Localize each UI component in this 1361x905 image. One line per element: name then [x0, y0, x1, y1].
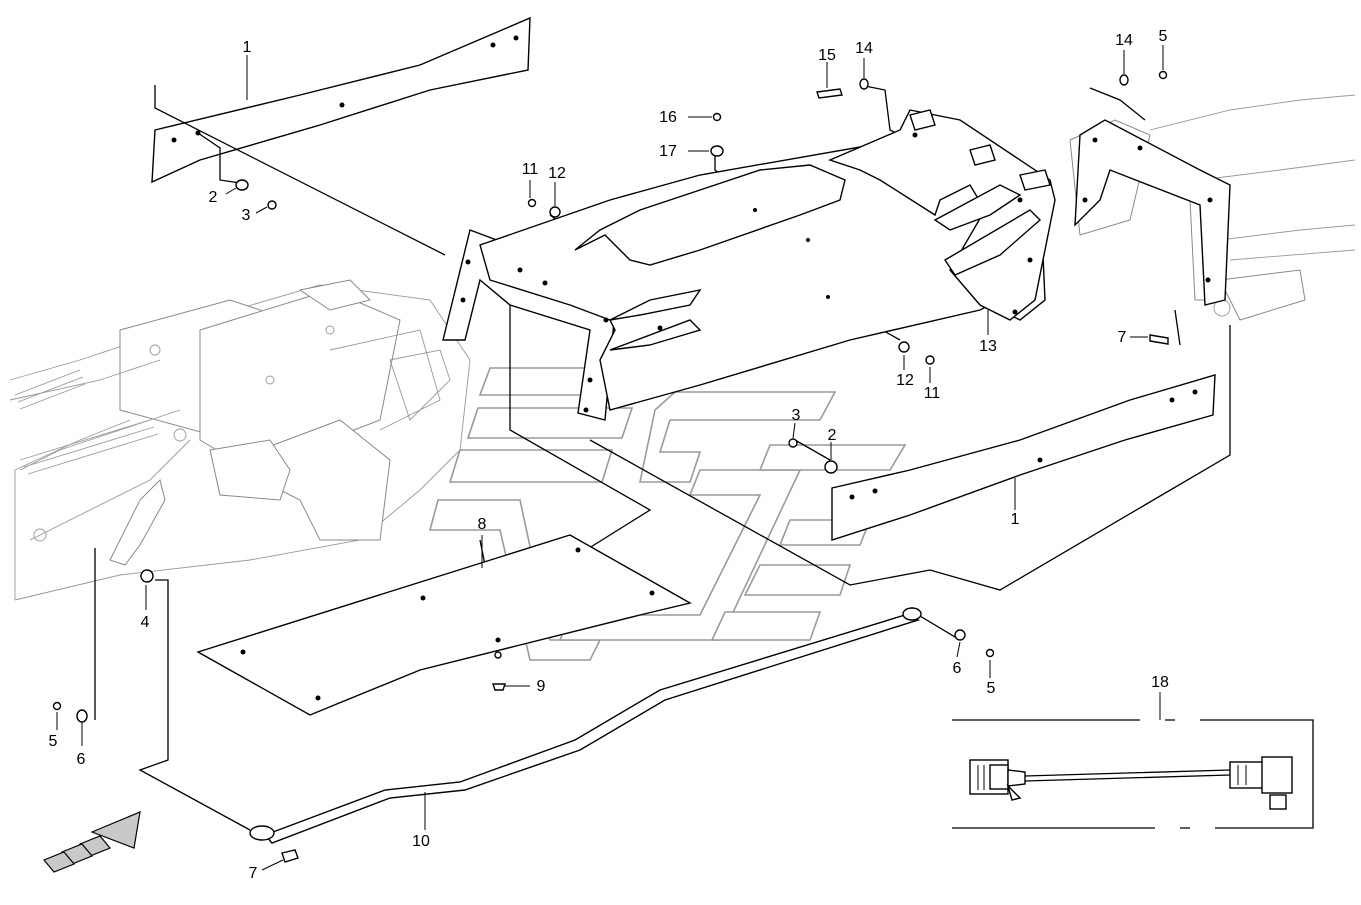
callout-3-upper: 3	[242, 207, 251, 224]
callout-7-lower: 7	[249, 865, 258, 882]
callout-5-upper-right: 5	[1159, 28, 1168, 45]
callout-11-upper: 11	[522, 161, 539, 178]
callout-6-right: 6	[953, 660, 962, 677]
callout-18: 18	[1151, 674, 1169, 691]
direction-arrow-icon	[43, 811, 141, 873]
part-1-upper-plate	[151, 16, 531, 184]
callout-2-lower: 2	[828, 427, 837, 444]
leader-lines	[56, 45, 1164, 871]
part-13-frame	[442, 109, 1056, 421]
callout-1-upper: 1	[243, 39, 252, 56]
part-10-rod	[249, 607, 922, 844]
callout-8: 8	[478, 516, 487, 533]
callout-16: 16	[659, 109, 677, 126]
callout-labels: 1 2 3 11 12 16 17 15 14 14 5 7 13 12 11 …	[49, 28, 1169, 882]
callout-9: 9	[537, 678, 546, 695]
part-8-floor-plate	[196, 534, 692, 716]
callout-14-right: 14	[1115, 32, 1133, 49]
callout-12-lower: 12	[896, 372, 914, 389]
callout-1-lower: 1	[1011, 511, 1020, 528]
callout-13: 13	[979, 338, 997, 355]
callout-5-lower-right: 5	[987, 680, 996, 697]
callout-15: 15	[818, 47, 836, 64]
callout-14-middle: 14	[855, 40, 873, 57]
callout-11-lower: 11	[924, 385, 941, 402]
callout-10: 10	[412, 833, 430, 850]
callout-6-left: 6	[77, 751, 86, 768]
callout-3-lower: 3	[792, 407, 801, 424]
part-1-lower-plate	[831, 374, 1216, 541]
callout-5-left: 5	[49, 733, 58, 750]
chassis-background	[9, 279, 471, 601]
watermark-logo	[428, 367, 907, 661]
callout-4: 4	[141, 614, 150, 631]
part-18-inset	[952, 719, 1314, 829]
callout-2-upper: 2	[209, 189, 218, 206]
callout-12-upper: 12	[548, 165, 566, 182]
callout-17: 17	[659, 143, 677, 160]
callout-7-right: 7	[1118, 329, 1127, 346]
fasteners	[52, 70, 1169, 863]
right-bracket	[1074, 119, 1231, 306]
